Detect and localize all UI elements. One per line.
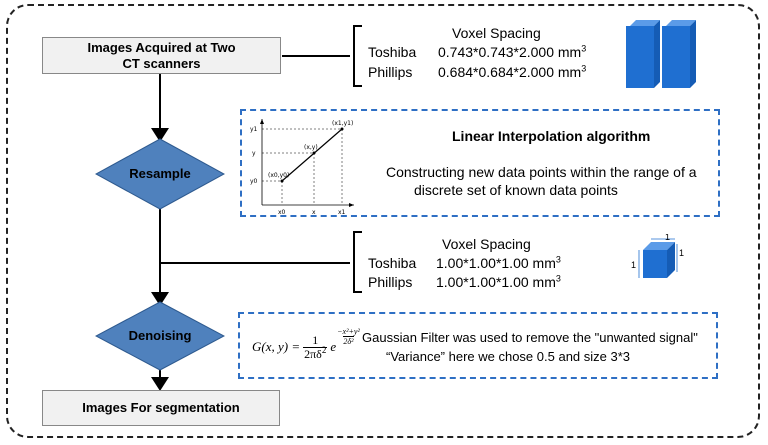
graph-label: y [252,150,256,157]
interpolation-panel [240,109,720,217]
interp-desc: Constructing new data points within the … [386,164,697,180]
spacing2-value: 1.00*1.00*1.00 mm3 [436,273,561,290]
unit-cube-icon: 1 1 1 [631,234,684,278]
graph-label: x1 [338,209,346,216]
denoising-diamond [95,301,225,371]
segmentation-box: Images For segmentation [42,390,280,426]
voxel-prism-icon [626,20,696,88]
formula-exp-den: 2δ² [343,335,354,346]
cube-dim-label: 1 [679,248,684,258]
cube-dim-label: 1 [631,260,636,270]
formula-lhs: G(x, y) = [252,339,301,354]
connector-line [282,55,350,57]
graph-label: (x0,y0) [268,172,289,179]
interpolation-graph: y1 y y0 x0 x x1 (x0,y0) (x,y) (x1,y1) [250,119,354,216]
formula-exp-num: x²+y² [342,326,360,336]
spacing2-scanner: Toshiba [368,255,417,271]
gaussian-panel [238,312,718,379]
spacing1-value: 0.684*0.684*2.000 mm3 [438,63,587,80]
interp-title: Linear Interpolation algorithm [452,128,651,144]
connector-line [159,209,161,299]
connector-line [159,73,161,138]
graph-label: x [312,209,316,216]
spacing1-value: 0.743*0.743*2.000 mm3 [438,43,587,60]
graph-label: (x,y) [304,144,318,151]
resample-diamond [95,138,225,210]
resample-label: Resample [129,166,191,181]
cube-dim-label: 1 [665,234,670,242]
spacing2-value: 1.00*1.00*1.00 mm3 [436,254,561,271]
brace [353,231,362,293]
formula-num: 1 [312,332,319,347]
gaussian-formula: G(x, y) = 1 2πδ2 e −x²+y² 2δ² [252,326,360,361]
connector-line [160,262,350,264]
acquired-box: Images Acquired at Two CT scanners [42,37,281,74]
spacing1-scanner: Toshiba [368,44,417,60]
graph-label: y0 [250,178,258,185]
formula-e: e [330,339,337,354]
spacing2-scanner: Phillips [368,274,413,290]
interp-desc: discrete set of known data points [414,182,618,198]
denoising-label: Denoising [128,328,192,343]
gauss-line1: Gaussian Filter was used to remove the "… [362,330,698,345]
outer-frame [6,4,760,438]
formula-den: 2πδ [304,346,322,361]
brace [353,25,362,87]
segmentation-label: Images For segmentation [82,400,240,415]
acquired-label: Images Acquired at Two CT scanners [87,39,236,71]
graph-label: y1 [250,126,258,133]
spacing2-title: Voxel Spacing [442,236,531,252]
arrow-head [151,292,169,306]
spacing1-scanner: Phillips [368,64,413,80]
gauss-line2: “Variance” here we chose 0.5 and size 3*… [386,349,631,364]
arrow-head [151,377,169,391]
graph-label: x0 [278,209,286,216]
arrow-head [151,128,169,142]
spacing1-title: Voxel Spacing [452,25,541,41]
graph-label: (x1,y1) [332,120,353,127]
